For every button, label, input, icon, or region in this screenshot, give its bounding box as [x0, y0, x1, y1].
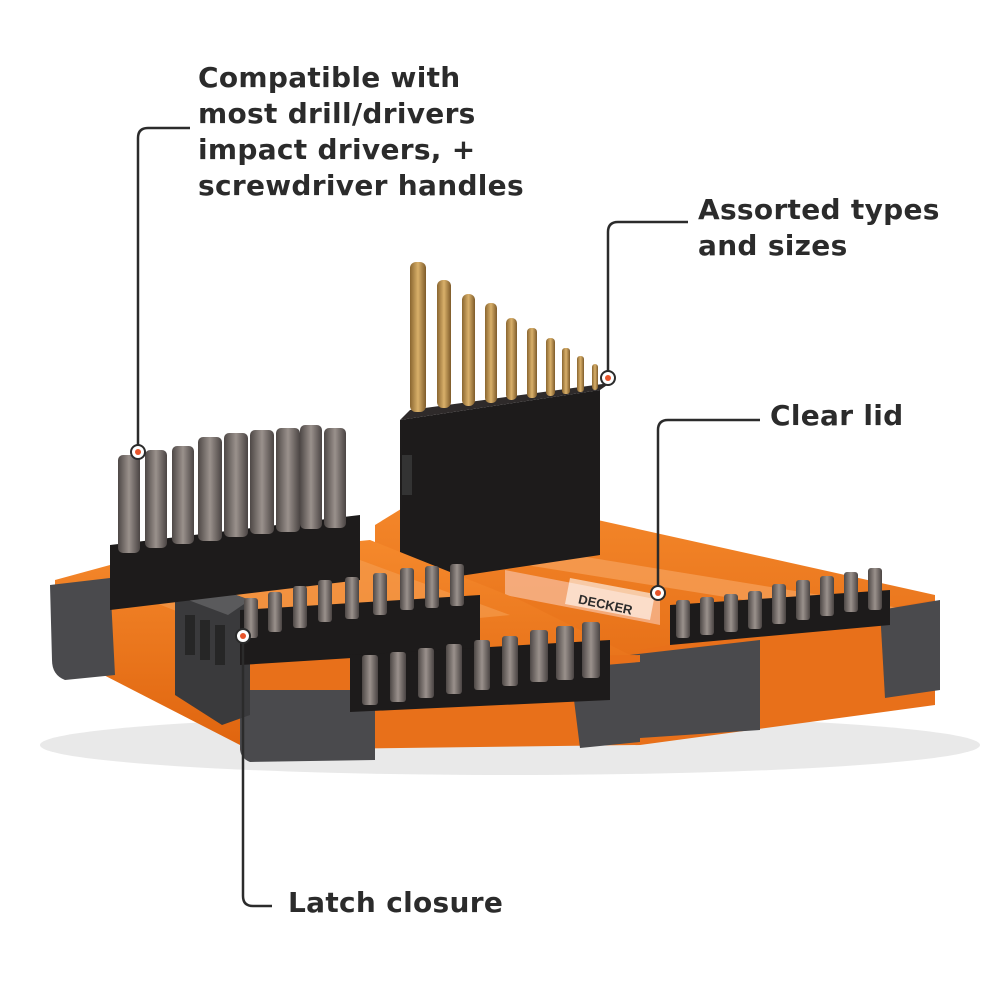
bit	[268, 592, 282, 632]
hex-bit	[474, 640, 490, 690]
screwdriver-bit	[198, 437, 222, 541]
bit	[293, 586, 307, 628]
bit	[450, 564, 464, 606]
screwdriver-bit	[820, 576, 834, 616]
callout-latch: Latch closure	[288, 885, 503, 921]
bit	[400, 568, 414, 610]
slotted-bit	[530, 630, 548, 682]
hex-bit	[418, 648, 434, 698]
callout-markers	[130, 370, 666, 644]
callout-clear-lid-label: Clear lid	[770, 399, 904, 432]
drill-bit	[546, 338, 555, 396]
screwdriver-bit	[250, 430, 274, 534]
drill-bit	[506, 318, 517, 400]
bit	[318, 580, 332, 622]
drill-bit	[410, 262, 426, 412]
right-bit-row	[670, 568, 890, 645]
screwdriver-bit	[700, 597, 714, 635]
screwdriver-bit	[145, 450, 167, 548]
callout-dot-icon	[655, 590, 661, 596]
drill-bits	[410, 262, 598, 412]
screwdriver-bit	[118, 455, 140, 553]
screwdriver-bit	[676, 600, 690, 638]
drill-bit	[485, 303, 497, 403]
callout-assorted-line-1: Assorted types	[698, 193, 940, 226]
slotted-bit	[556, 626, 574, 680]
drill-bit	[437, 280, 451, 408]
drill-bit	[527, 328, 537, 398]
callout-latch-label: Latch closure	[288, 886, 504, 919]
clear-lid-leader-line	[656, 418, 760, 593]
clear-lid: DECKER	[505, 570, 660, 625]
hex-bit	[390, 652, 406, 702]
callout-assorted: Assorted types and sizes	[698, 192, 940, 264]
screwdriver-bit	[772, 584, 786, 624]
hex-bit	[502, 636, 518, 686]
callout-compatible-line-3: impact drivers, +	[198, 133, 476, 166]
callout-dot-icon	[605, 375, 611, 381]
drill-holder	[400, 383, 610, 585]
front-bits-lower	[362, 622, 600, 705]
latch-leader-line	[241, 636, 272, 908]
screwdriver-bit	[868, 568, 882, 610]
screwdriver-bit	[276, 428, 300, 532]
screwdriver-bit	[748, 591, 762, 629]
callout-dot-icon	[135, 449, 141, 455]
callout-compatible: Compatible with most drill/drivers impac…	[198, 60, 524, 204]
callout-compatible-line-4: screwdriver handles	[198, 169, 524, 202]
assorted-leader-line	[606, 220, 688, 378]
front-bits-upper	[244, 564, 464, 638]
slotted-bit	[582, 622, 600, 678]
drill-bit	[462, 294, 475, 406]
left-bits	[118, 425, 346, 553]
callout-compatible-line-1: Compatible with	[198, 61, 461, 94]
callout-dot-icon	[240, 633, 246, 639]
screwdriver-bit	[796, 580, 810, 620]
callout-assorted-line-2: and sizes	[698, 229, 848, 262]
screwdriver-bit	[172, 446, 194, 544]
bit	[373, 573, 387, 615]
screwdriver-bit	[300, 425, 322, 529]
bit	[345, 577, 359, 619]
screwdriver-bit	[724, 594, 738, 632]
hex-bit	[446, 644, 462, 694]
screwdriver-bit	[224, 433, 248, 537]
drill-bit	[592, 364, 598, 390]
callout-compatible-line-2: most drill/drivers	[198, 97, 476, 130]
drill-bit	[577, 356, 584, 392]
bit	[244, 598, 258, 638]
case-right-bumpers	[630, 600, 940, 738]
screwdriver-bit	[844, 572, 858, 612]
compatible-leader-line	[136, 126, 190, 452]
callout-lines	[136, 126, 760, 908]
drill-bit	[562, 348, 570, 394]
hex-bit	[362, 655, 378, 705]
callout-clear-lid: Clear lid	[770, 398, 904, 434]
screwdriver-bit	[324, 428, 346, 528]
bit	[425, 566, 439, 608]
